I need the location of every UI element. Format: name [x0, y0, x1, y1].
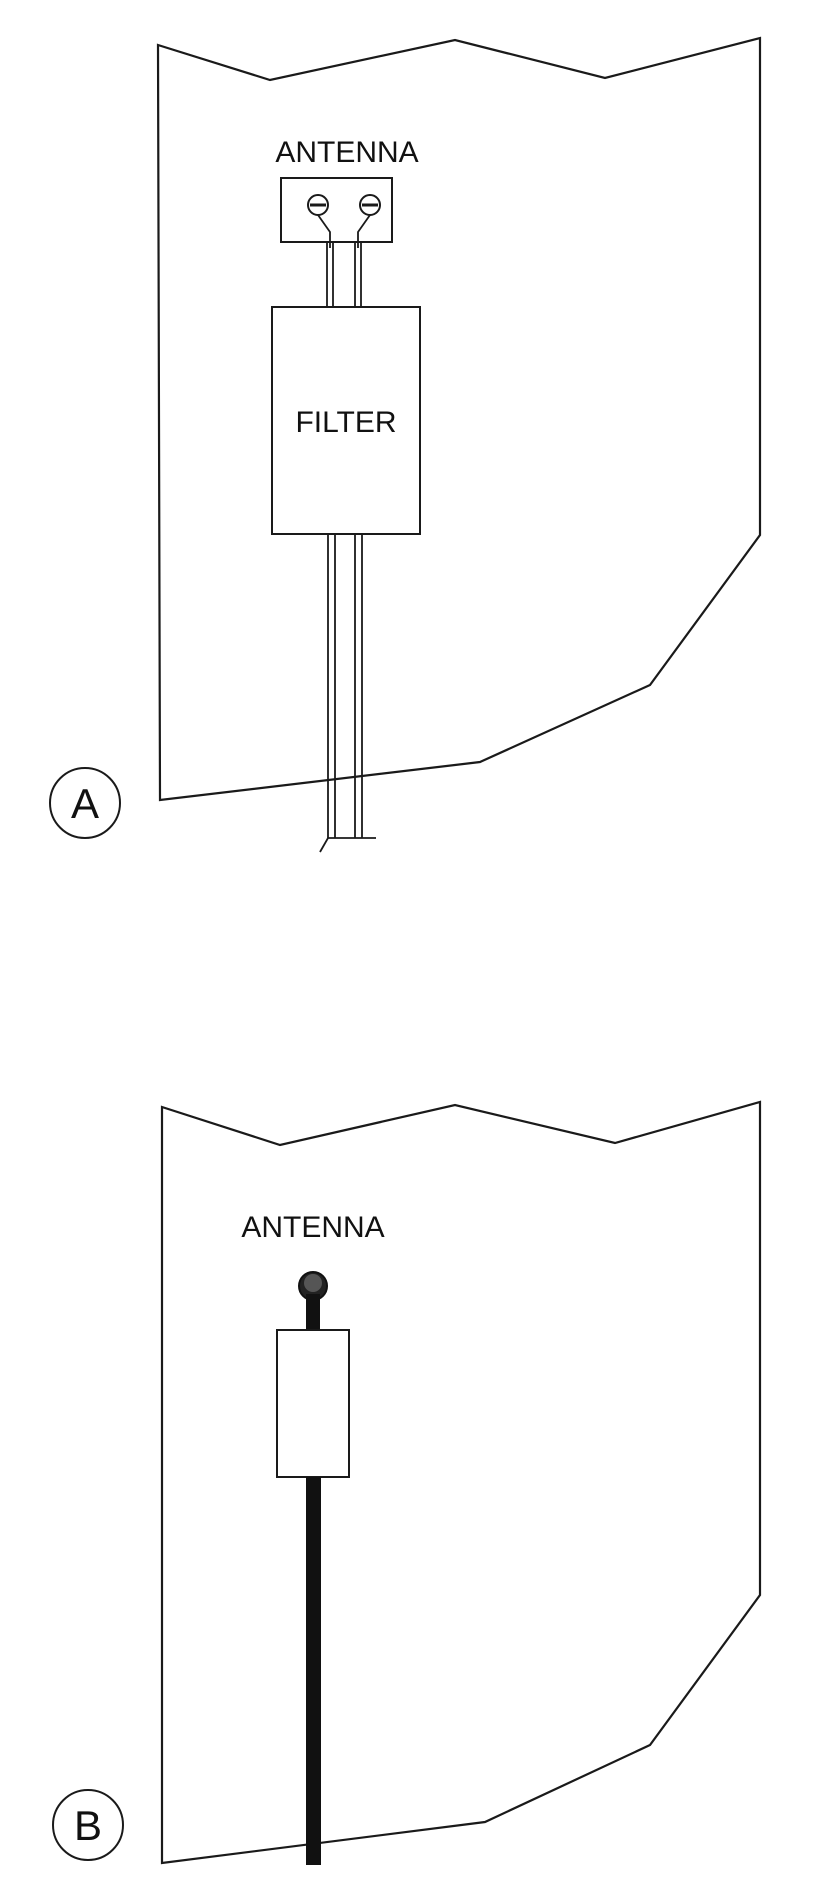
twin-lead-lower	[319, 534, 376, 853]
antenna-label-a: ANTENNA	[275, 136, 418, 169]
screw-icon	[307, 194, 329, 216]
panel-b-label: B	[74, 1802, 102, 1849]
panel-a: FILTER ANTENNA A	[49, 36, 762, 853]
lead-wire-right	[357, 214, 371, 248]
panel-b-badge	[52, 1789, 124, 1861]
filter-label: FILTER	[295, 406, 396, 439]
panel-a-label: A	[71, 780, 99, 827]
tv-back-panel-a	[156, 36, 762, 802]
twin-lead-upper	[326, 242, 362, 307]
lead-wire-left	[317, 214, 331, 248]
tv-back-panel-b	[160, 1100, 762, 1865]
coax-cable	[306, 1477, 321, 1865]
panel-b: ANTENNA B	[52, 1100, 762, 1865]
filter-box	[271, 306, 421, 535]
antenna-label-b: ANTENNA	[241, 1211, 384, 1244]
antenna-jack-icon	[298, 1271, 328, 1332]
screw-icon	[359, 194, 381, 216]
panel-a-badge	[49, 767, 121, 839]
inline-filter-box	[276, 1329, 350, 1478]
